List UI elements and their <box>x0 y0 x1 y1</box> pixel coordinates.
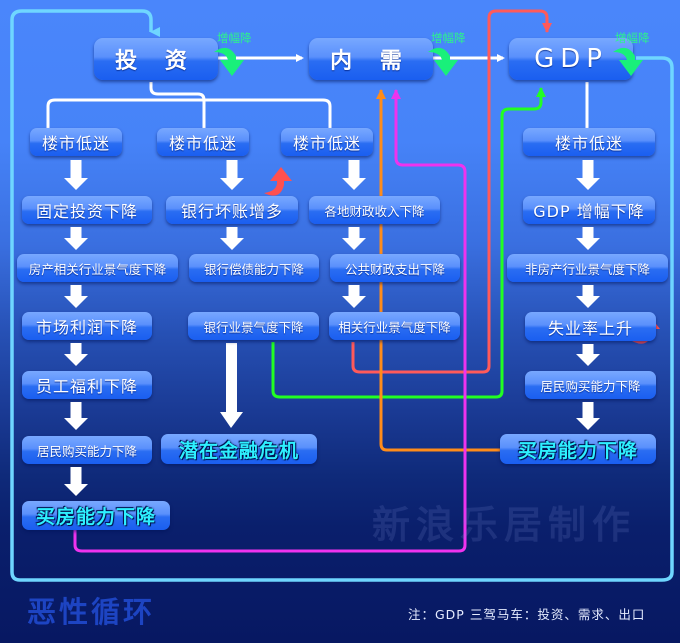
diagram-title: 恶性循环 <box>27 595 156 629</box>
col3-node: 公共财政支出下降 <box>330 254 460 282</box>
down-arrow-icon <box>64 402 88 430</box>
investment-label: 投 资 <box>115 49 197 74</box>
investment-node: 投 资 <box>94 38 218 80</box>
down-arrow-icon <box>64 227 88 250</box>
down-arrow-icon <box>64 160 88 190</box>
investment-decline-arrow-icon <box>214 47 244 76</box>
down-arrow-icon <box>220 227 244 250</box>
green-connector <box>271 87 546 399</box>
down-arrow-icon <box>576 160 600 190</box>
col4-node: 楼市低迷 <box>523 128 655 156</box>
node-label: GDP 增幅下降 <box>533 202 645 221</box>
col3-node: 各地财政收入下降 <box>309 196 440 224</box>
node-label: 楼市低迷 <box>168 134 237 153</box>
col4-node: 失业率上升 <box>525 312 656 341</box>
col1-house-buying-node: 买房能力下降 <box>22 501 170 530</box>
col4-node: 居民购买能力下降 <box>525 371 656 399</box>
col3-node: 楼市低迷 <box>281 128 373 156</box>
bank-bad-debt-up-arrow-icon <box>264 167 292 196</box>
node-label: 固定投资下降 <box>35 202 138 221</box>
magenta-connector <box>73 89 467 553</box>
col2-node: 银行偿债能力下降 <box>189 254 319 282</box>
investment-branch-connector <box>149 82 206 128</box>
demand-decline-arrow-icon <box>428 47 458 76</box>
node-label: 居民购买能力下降 <box>540 378 641 394</box>
down-arrow-icon <box>64 343 88 366</box>
col4-node: GDP 增幅下降 <box>523 196 655 224</box>
col1-node: 居民购买能力下降 <box>22 436 152 464</box>
node-label: 买房能力下降 <box>35 506 156 528</box>
gdp-label: GDP <box>534 44 608 74</box>
financial-crisis-node: 潜在金融危机 <box>161 434 317 464</box>
node-label: 相关行业景气度下降 <box>338 319 451 335</box>
down-arrow-icon <box>64 467 88 496</box>
red-connector <box>351 9 552 374</box>
node-label: 公共财政支出下降 <box>344 261 445 277</box>
node-label: 非房产行业景气度下降 <box>524 261 650 277</box>
node-label: 银行业景气度下降 <box>203 319 304 335</box>
gdp-node: GDP <box>509 38 633 80</box>
crisis-arrow-shaft <box>226 343 237 413</box>
down-arrow-icon <box>576 227 600 250</box>
col1-node: 员工福利下降 <box>22 371 152 399</box>
node-label: 楼市低迷 <box>41 134 110 153</box>
crisis-arrow-head <box>220 412 243 428</box>
down-arrow-icon <box>342 227 366 250</box>
watermark: 新浪乐居制作 <box>372 503 637 547</box>
down-arrow-icon <box>576 344 600 366</box>
node-label: 银行偿债能力下降 <box>203 261 304 277</box>
down-arrow-icon <box>342 285 366 308</box>
gdp-decline-arrow-icon <box>613 47 643 76</box>
node-label: 买房能力下降 <box>517 439 638 462</box>
gdp-decline-tag: 增幅降 <box>615 31 650 45</box>
cycle-connector <box>10 9 674 582</box>
col1-node: 房产相关行业景气度下降 <box>17 254 178 282</box>
col4-node: 非房产行业景气度下降 <box>507 254 668 282</box>
node-label: 房产相关行业景气度下降 <box>28 261 167 277</box>
footnote: 注：GDP 三驾马车：投资、需求、出口 <box>408 607 646 622</box>
col1-node: 楼市低迷 <box>30 128 122 156</box>
node-label: 市场利润下降 <box>35 318 138 337</box>
col2-node: 楼市低迷 <box>157 128 249 156</box>
node-label: 失业率上升 <box>547 318 633 338</box>
node-label: 楼市低迷 <box>292 134 361 153</box>
down-arrow-icon <box>576 402 600 430</box>
node-label: 银行坏账增多 <box>180 202 283 221</box>
demand-node: 内 需 <box>309 38 433 80</box>
node-label: 员工福利下降 <box>35 377 138 396</box>
col1-node: 固定投资下降 <box>22 196 152 224</box>
col1-node: 市场利润下降 <box>22 312 152 340</box>
investment-decline-tag: 增幅降 <box>217 31 252 45</box>
col4-house-buying-node: 买房能力下降 <box>500 434 656 464</box>
col2-node: 银行坏账增多 <box>166 196 298 224</box>
node-label: 居民购买能力下降 <box>36 443 137 459</box>
down-arrow-icon <box>576 285 600 308</box>
col3-node: 相关行业景气度下降 <box>329 312 460 340</box>
down-arrow-icon <box>64 285 88 308</box>
node-label: 楼市低迷 <box>554 134 623 153</box>
node-label: 各地财政收入下降 <box>324 203 425 219</box>
node-label: 潜在金融危机 <box>178 439 299 462</box>
orange-connector <box>376 89 500 452</box>
down-arrow-icon <box>220 160 244 190</box>
demand-label: 内 需 <box>330 49 412 74</box>
property-branch-connector <box>46 98 332 128</box>
col2-node: 银行业景气度下降 <box>188 312 319 340</box>
demand-decline-tag: 增幅降 <box>431 31 466 45</box>
down-arrow-icon <box>342 160 366 190</box>
